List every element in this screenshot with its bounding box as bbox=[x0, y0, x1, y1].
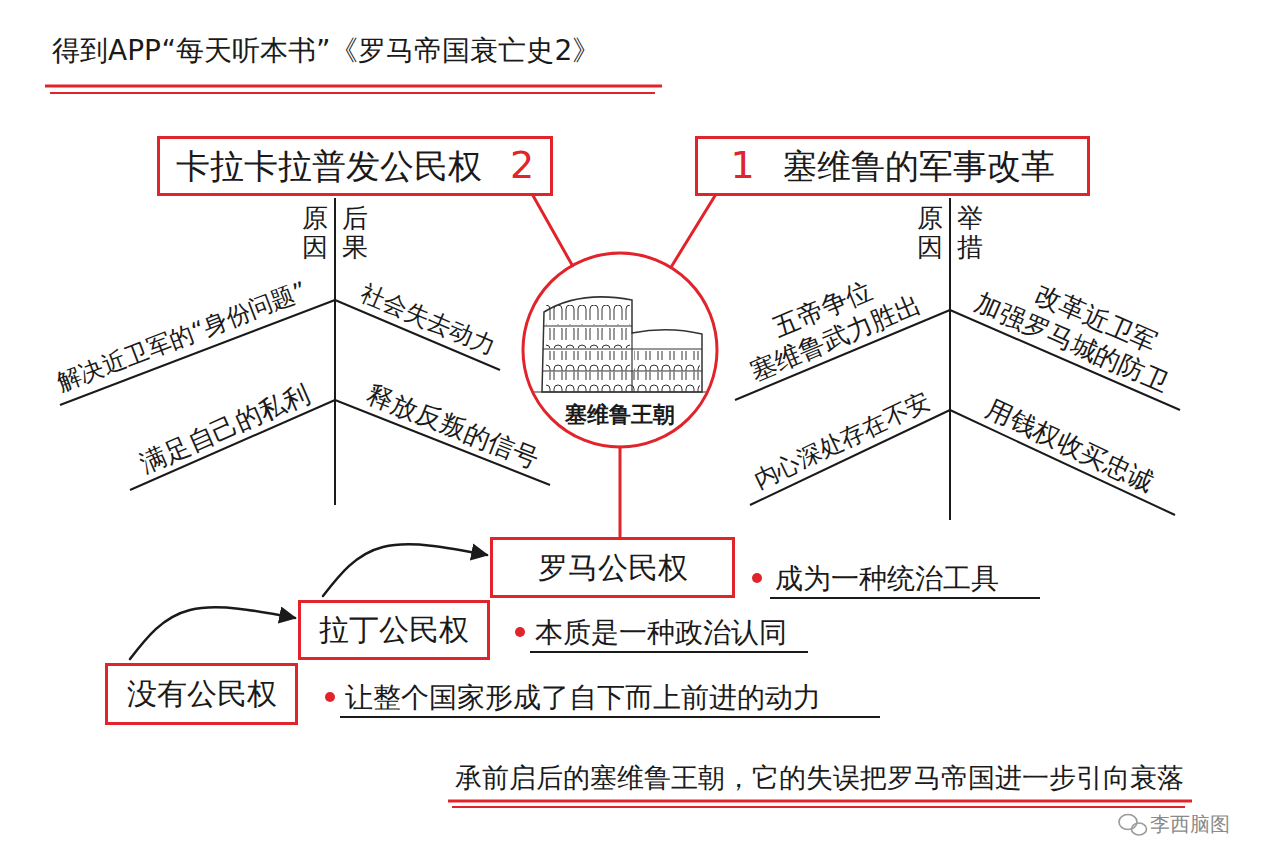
vertical-label: 后果 bbox=[342, 204, 368, 261]
vertical-label: 举措 bbox=[957, 204, 983, 261]
branch-label: 释放反叛的信号 bbox=[363, 379, 544, 475]
callout-number: 1 bbox=[730, 143, 754, 189]
watermark-icon bbox=[1119, 815, 1147, 836]
branch-connector bbox=[533, 196, 572, 266]
title-underline bbox=[50, 92, 655, 94]
progress-arrow bbox=[323, 544, 487, 596]
note-text: 本质是一种政治认同 bbox=[535, 616, 787, 650]
step-box: 没有公民权 bbox=[105, 663, 298, 725]
step-box: 罗马公民权 bbox=[490, 537, 735, 598]
node-label: 没有公民权 bbox=[127, 676, 277, 712]
callout-number: 2 bbox=[510, 143, 534, 189]
caption: 承前启后的塞维鲁王朝，它的失误把罗马帝国进一步引向衰落 bbox=[455, 762, 1184, 794]
branch-label: 用钱权收买忠诚 bbox=[981, 394, 1159, 499]
branch-label: 解决近卫军的“身份问题” bbox=[53, 276, 311, 397]
branch-connector bbox=[619, 447, 622, 537]
node-label: 拉丁公民权 bbox=[319, 612, 469, 648]
colosseum-illustration bbox=[534, 297, 706, 392]
progress-arrow bbox=[130, 607, 295, 659]
caption-underline bbox=[452, 806, 1185, 808]
step-box: 拉丁公民权 bbox=[298, 600, 490, 660]
branch-label: 内心深处存在不安 bbox=[749, 387, 935, 495]
topic-box: 1 塞维鲁的军事改革 bbox=[695, 136, 1090, 196]
node-label: 罗马公民权 bbox=[538, 550, 688, 586]
node-label: 塞维鲁王朝 bbox=[565, 402, 675, 428]
topic-box: 卡拉卡拉普发公民权 2 bbox=[157, 136, 553, 196]
branch-label: 满足自己的私利 bbox=[136, 378, 315, 480]
node-label: 塞维鲁的军事改革 bbox=[783, 146, 1055, 187]
page-title: 得到APP“每天听本书”《罗马帝国衰亡史2》 bbox=[52, 34, 600, 68]
note-text: 成为一种统治工具 bbox=[775, 562, 999, 596]
branch-connector bbox=[671, 196, 715, 268]
node-label: 卡拉卡拉普发公民权 bbox=[176, 146, 482, 187]
note-text: 让整个国家形成了自下而上前进的动力 bbox=[345, 681, 821, 715]
vertical-label: 原因 bbox=[917, 204, 943, 261]
center-circle: 塞维鲁王朝 bbox=[520, 250, 720, 450]
title-underline bbox=[45, 85, 662, 88]
caption-underline bbox=[448, 800, 1192, 803]
branch-label: 社会失去动力 bbox=[356, 278, 500, 361]
watermark: 李西脑图 bbox=[1150, 812, 1230, 836]
vertical-label: 原因 bbox=[302, 204, 328, 261]
